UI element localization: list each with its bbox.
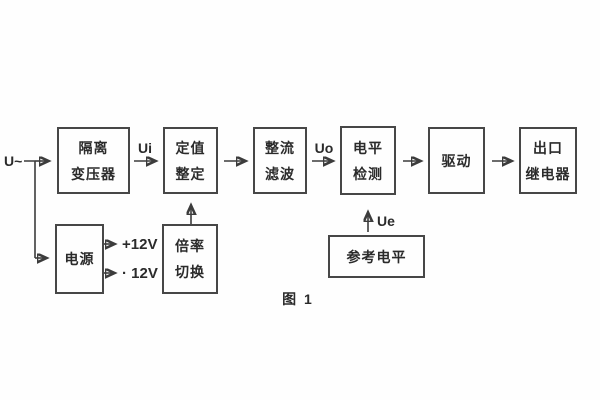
block-label-line: 滤波 xyxy=(265,165,295,182)
block-label-line: 变压器 xyxy=(71,165,116,182)
block-label-line: 参考电平 xyxy=(346,248,407,265)
input-signal-label: U~ xyxy=(4,153,23,169)
block-setpoint-setting: 定值 整定 xyxy=(163,127,218,194)
block-label-line: 检测 xyxy=(353,165,383,182)
block-label-line: 出口 xyxy=(533,139,563,156)
block-label-line: 整定 xyxy=(175,165,206,182)
block-label-line: 定值 xyxy=(175,139,206,156)
block-label-line: 切换 xyxy=(175,264,205,280)
block-label-line: 驱动 xyxy=(441,152,472,169)
block-ratio-switch: 倍率 切换 xyxy=(162,224,218,294)
block-label-line: 隔离 xyxy=(78,139,109,156)
block-rectifier-filter: 整流 滤波 xyxy=(253,127,307,194)
block-label-line: 倍率 xyxy=(175,238,205,254)
block-output-relay: 出口 继电器 xyxy=(519,127,577,194)
block-label-line: 电源 xyxy=(64,251,95,267)
block-label-line: 电平 xyxy=(353,139,383,156)
block-power-supply: 电源 xyxy=(55,224,104,294)
block-label-line: 整流 xyxy=(265,139,295,156)
signal-label-uo: Uo xyxy=(314,140,334,156)
block-reference-level: 参考电平 xyxy=(328,235,425,278)
block-level-detector: 电平 检测 xyxy=(340,126,396,195)
block-isolation-transformer: 隔离 变压器 xyxy=(57,127,130,194)
block-driver: 驱动 xyxy=(428,127,485,194)
signal-label-plus12v: +12V xyxy=(122,236,158,253)
signal-label-minus12v: · 12V xyxy=(122,265,158,282)
signal-label-ui: Ui xyxy=(138,140,152,156)
input-branch-line xyxy=(24,160,36,258)
block-label-line: 继电器 xyxy=(525,165,571,182)
signal-label-ue: Ue xyxy=(377,213,395,229)
figure-caption: 图 1 xyxy=(282,291,314,307)
